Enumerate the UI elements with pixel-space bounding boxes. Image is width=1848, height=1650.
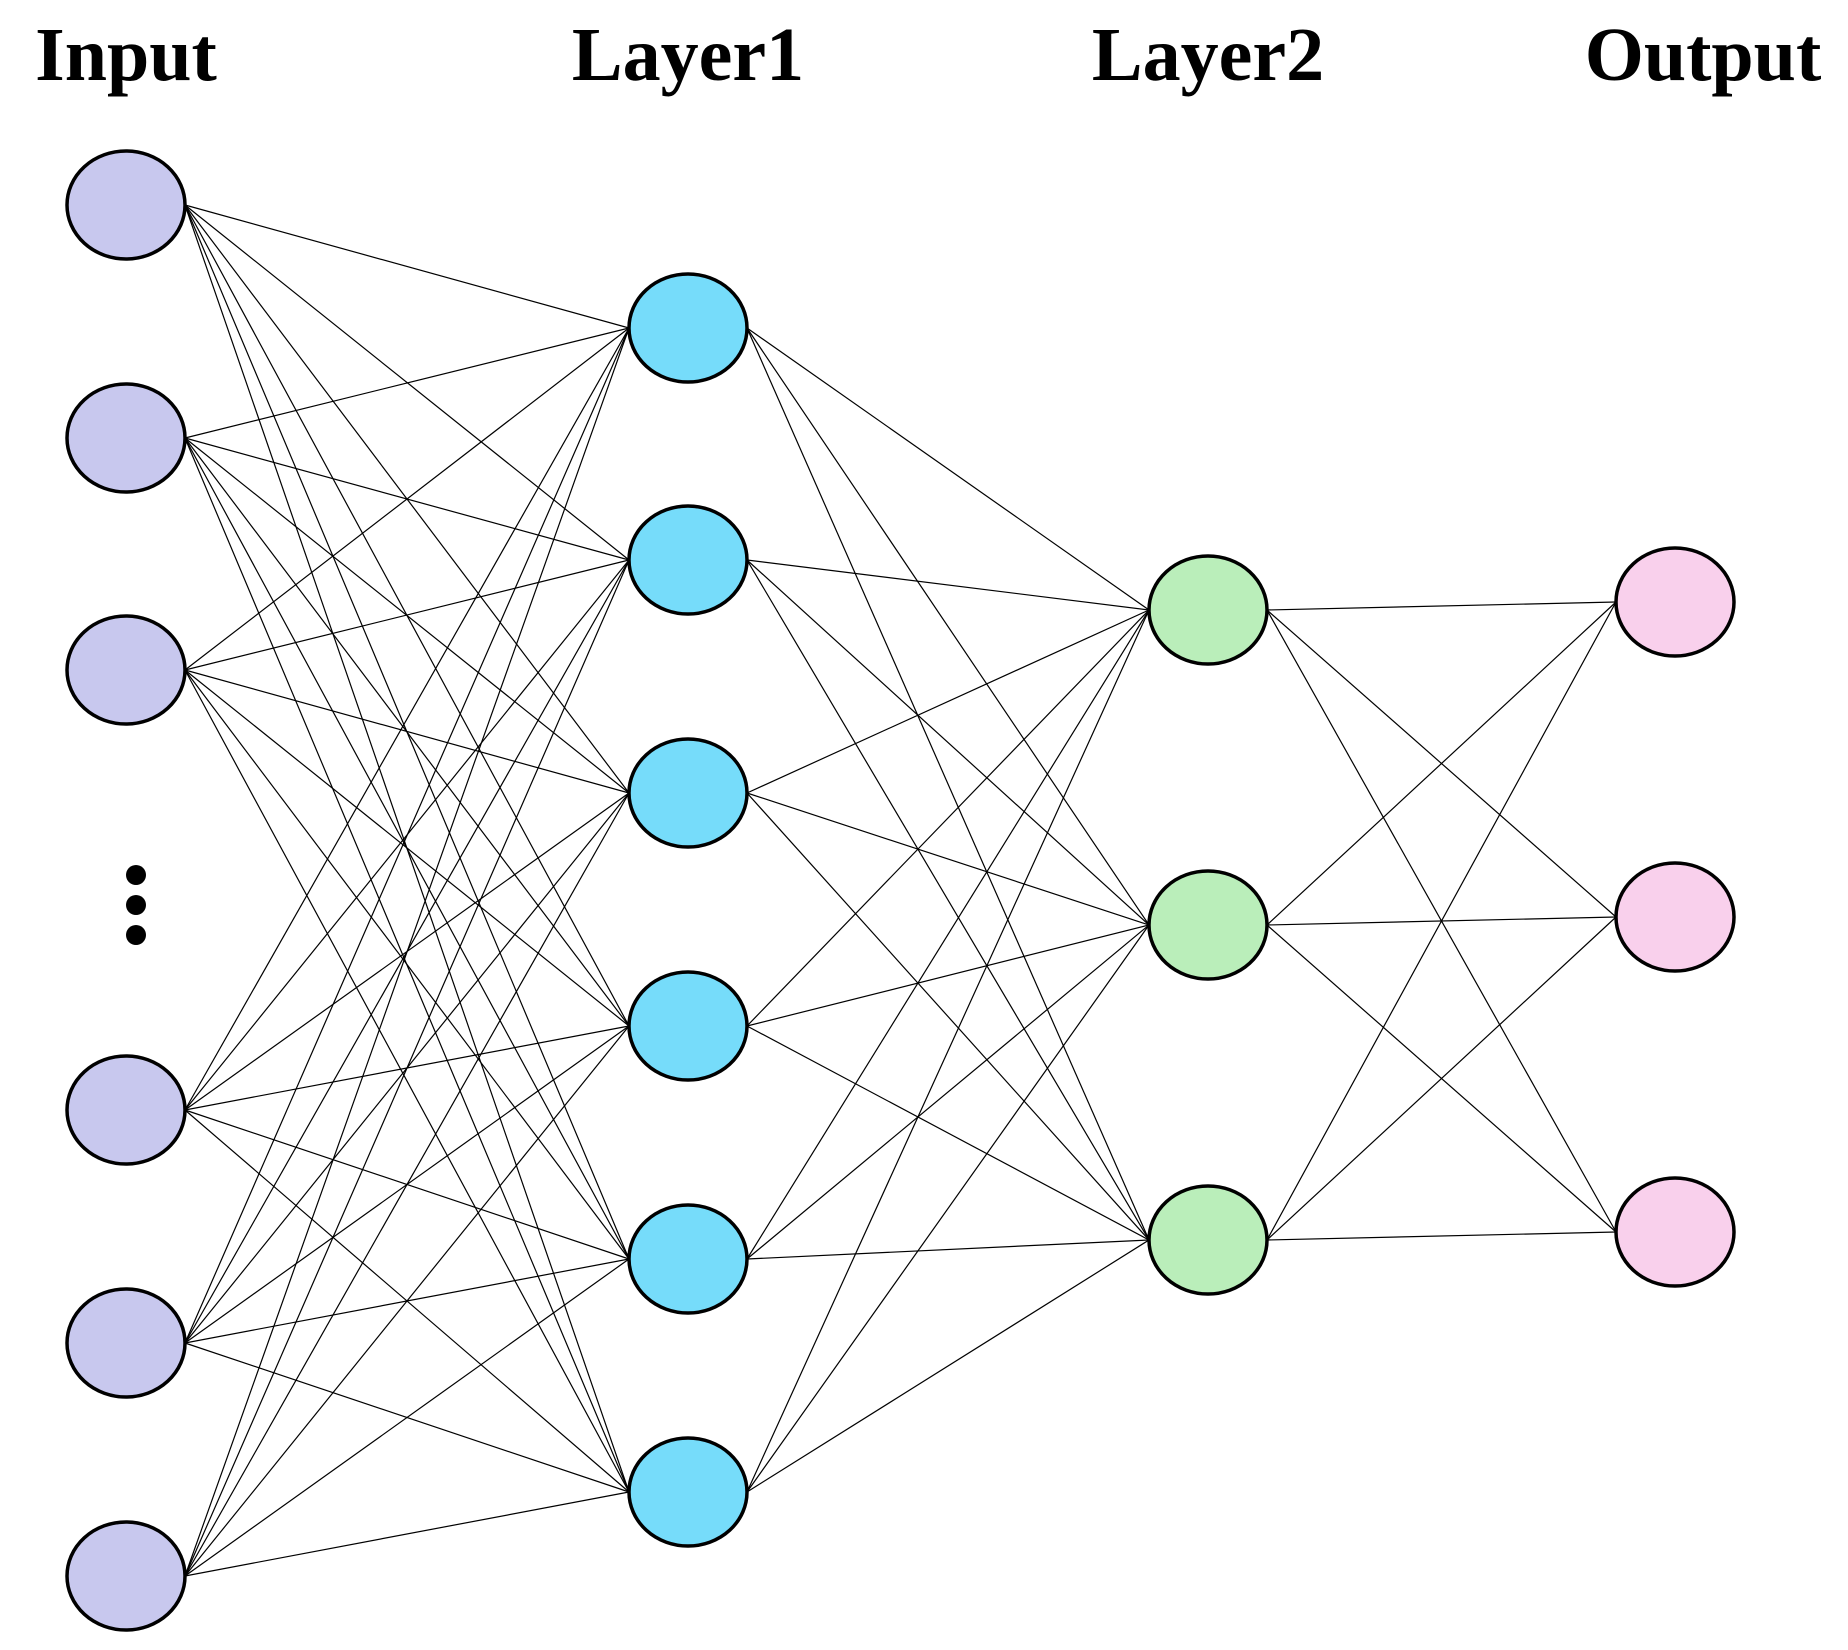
connection-line bbox=[746, 924, 1150, 1260]
connection-line bbox=[184, 669, 630, 1493]
connection-line bbox=[746, 559, 1150, 1241]
layer2-neuron-2 bbox=[1147, 869, 1269, 981]
ellipsis-dot bbox=[126, 895, 146, 915]
connection-line bbox=[1266, 601, 1617, 1241]
connection-line bbox=[746, 1239, 1150, 1493]
connection-line bbox=[184, 204, 630, 329]
input-neuron-4 bbox=[65, 1054, 187, 1166]
layer1-neuron-5 bbox=[627, 1203, 749, 1315]
input-neuron-5 bbox=[65, 1287, 187, 1399]
connection-line bbox=[184, 1025, 630, 1577]
input-ellipsis-icon bbox=[126, 865, 146, 945]
connection-line bbox=[746, 924, 1150, 1027]
output-neuron-1 bbox=[1614, 546, 1736, 658]
connection-line bbox=[746, 1239, 1150, 1260]
connection-line bbox=[746, 609, 1150, 1027]
layer1-neuron-2 bbox=[627, 504, 749, 616]
layer2-neuron-3 bbox=[1147, 1184, 1269, 1296]
connections bbox=[184, 204, 1617, 1577]
output-neuron-2 bbox=[1614, 861, 1736, 973]
connection-line bbox=[746, 609, 1150, 1260]
connection-line bbox=[746, 559, 1150, 611]
connection-line bbox=[184, 327, 630, 439]
input-neuron-2 bbox=[65, 382, 187, 494]
neurons bbox=[65, 149, 1736, 1632]
layer2-title: Layer2 bbox=[1092, 13, 1324, 97]
input-neuron-3 bbox=[65, 614, 187, 726]
connection-line bbox=[746, 327, 1150, 1241]
connection-line bbox=[746, 924, 1150, 1493]
connection-line bbox=[184, 669, 630, 1260]
connection-line bbox=[184, 669, 630, 794]
connection-line bbox=[1266, 601, 1617, 611]
connection-line bbox=[184, 1491, 630, 1577]
connection-line bbox=[184, 327, 630, 1344]
connection-line bbox=[184, 327, 630, 1577]
connection-line bbox=[1266, 601, 1617, 926]
layer1-neuron-3 bbox=[627, 737, 749, 849]
input-neuron-1 bbox=[65, 149, 187, 261]
output-layer-title: Output bbox=[1585, 13, 1822, 97]
connection-line bbox=[184, 559, 630, 1577]
connection-line bbox=[184, 792, 630, 1577]
layer1-title: Layer1 bbox=[572, 13, 804, 97]
connection-line bbox=[746, 1025, 1150, 1241]
input-layer-title: Input bbox=[35, 13, 217, 97]
output-neuron-3 bbox=[1614, 1176, 1736, 1288]
connection-line bbox=[184, 559, 630, 671]
connection-line bbox=[184, 1258, 630, 1577]
layer2-neuron-1 bbox=[1147, 554, 1269, 666]
ellipsis-dot bbox=[126, 925, 146, 945]
ellipsis-dot bbox=[126, 865, 146, 885]
connection-line bbox=[746, 609, 1150, 1493]
connection-line bbox=[746, 609, 1150, 794]
connection-line bbox=[1266, 1231, 1617, 1241]
connection-line bbox=[184, 327, 630, 1111]
layer1-neuron-4 bbox=[627, 970, 749, 1082]
input-neuron-6 bbox=[65, 1520, 187, 1632]
connection-line bbox=[746, 559, 1150, 926]
connection-line bbox=[746, 327, 1150, 926]
connection-line bbox=[184, 669, 630, 1027]
connection-line bbox=[746, 327, 1150, 611]
layer1-neuron-1 bbox=[627, 272, 749, 384]
connection-line bbox=[184, 327, 630, 671]
connection-line bbox=[1266, 916, 1617, 1241]
connection-line bbox=[746, 792, 1150, 926]
layer1-neuron-6 bbox=[627, 1436, 749, 1548]
connection-line bbox=[746, 792, 1150, 1241]
